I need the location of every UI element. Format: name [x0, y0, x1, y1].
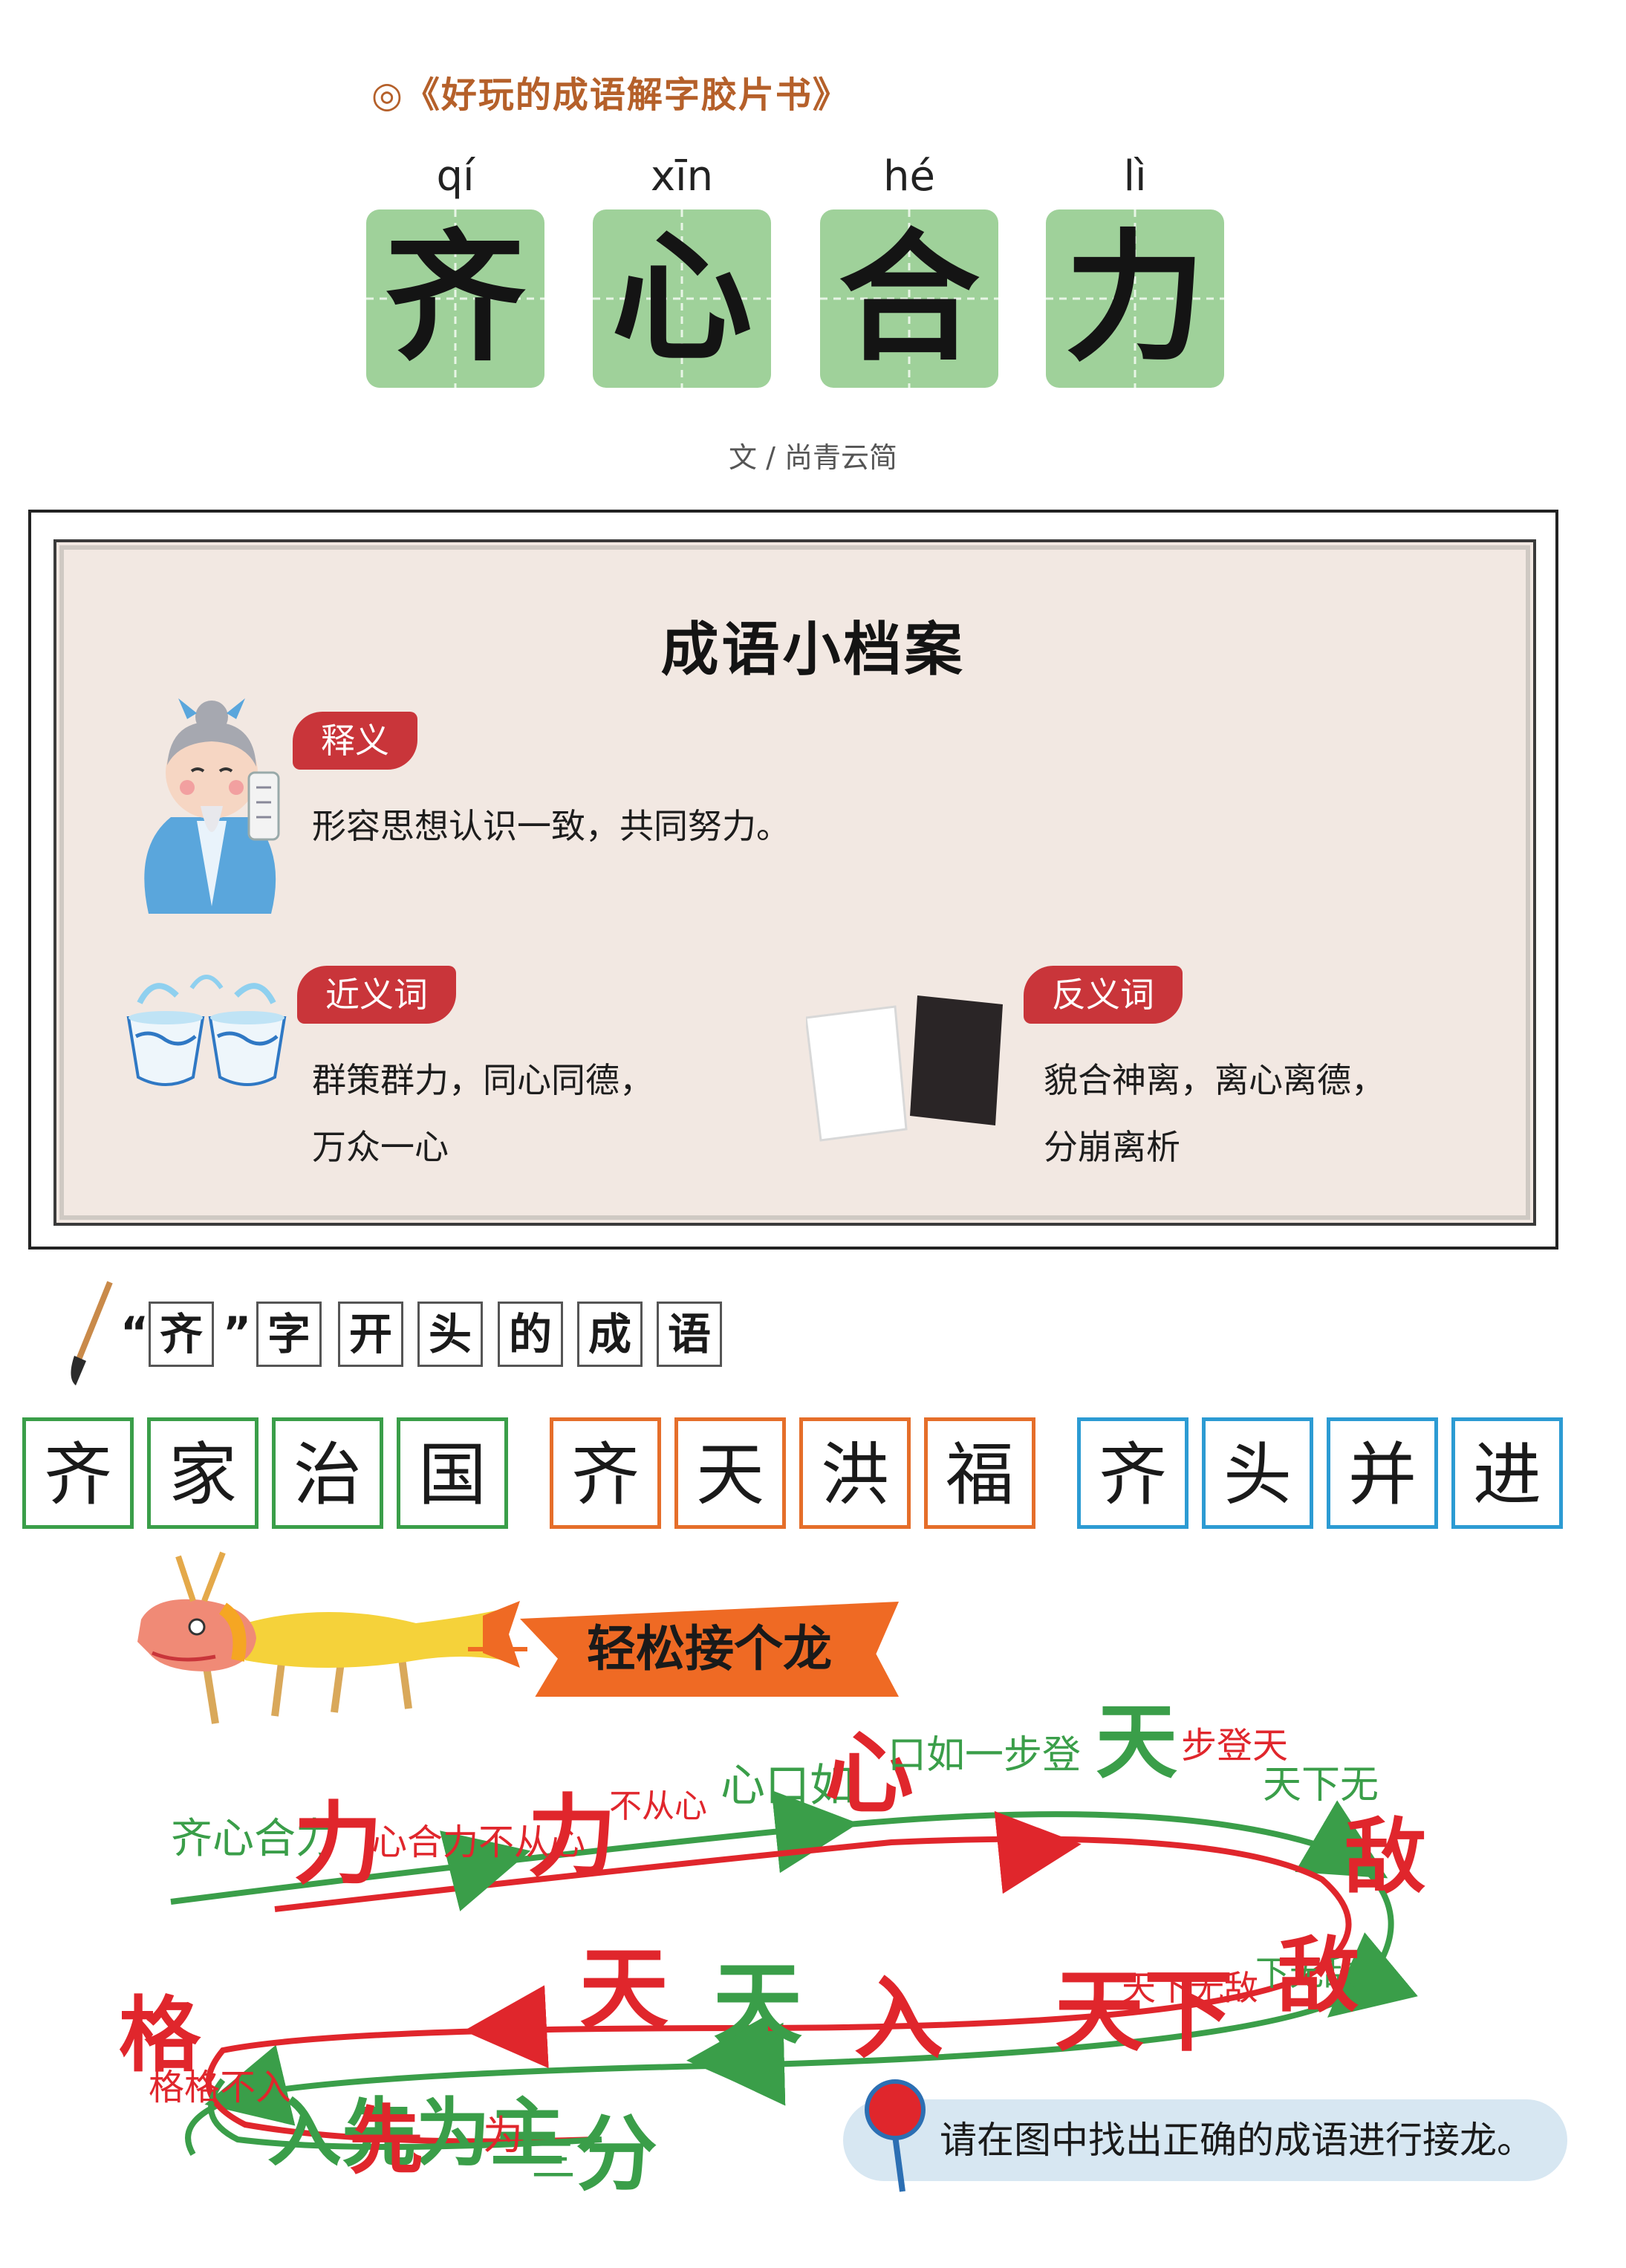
idiom-3-char-3: 并: [1327, 1417, 1438, 1529]
toasting-cups-icon: [126, 975, 287, 1086]
idiom-char-tile-3: 合: [820, 209, 998, 388]
pinyin-3: hé: [883, 152, 935, 201]
scholar-icon: [144, 698, 280, 914]
chain-text: 步登天: [1181, 1725, 1289, 1767]
hint-text: 请在图中找出正确的成语进行接龙。: [940, 2119, 1534, 2162]
chain-text: 格: [119, 1988, 201, 2083]
banner-connector: [468, 1647, 527, 1651]
idiom-3-char-2: 头: [1202, 1417, 1313, 1529]
meaning-text: 形容思想认识一致，共同努力。: [312, 806, 790, 846]
idiom-1-char-4: 国: [397, 1417, 508, 1529]
antonyms-line-1: 貌合神离，离心离德，: [1044, 1060, 1385, 1100]
idiom-3-char-1: 齐: [1077, 1417, 1188, 1529]
heading-char-box: 成: [577, 1302, 643, 1367]
chain-text: 口如一步登: [888, 1733, 1082, 1778]
pinyin-1: qí: [436, 152, 475, 201]
chain-text: 天: [579, 1938, 669, 2041]
heading-char-box: 语: [657, 1302, 722, 1367]
idiom-1-char-1: 齐: [22, 1417, 134, 1529]
pin-icon: [865, 2079, 926, 2192]
idiom-1-char-3: 治: [272, 1417, 383, 1529]
heading-char-box: 字: [256, 1302, 322, 1367]
chain-text: 入先为主: [267, 2090, 565, 2177]
idiom-char: 心: [611, 216, 752, 380]
brush-icon: [71, 1281, 113, 1385]
profile-card: [53, 539, 1536, 1226]
heading-char-box: 的: [498, 1302, 563, 1367]
profile-title: 成语小档案: [660, 617, 966, 683]
antonyms-line-2: 分崩离析: [1044, 1127, 1180, 1167]
idiom-char: 合: [838, 216, 980, 380]
chain-text: 三: [531, 2135, 576, 2187]
chain-text: 不从心: [609, 1787, 707, 1825]
chain-text: 先: [349, 2097, 423, 2184]
chain-text: 心合力不从心: [371, 1822, 586, 1863]
idiom-char-tile-4: 力: [1046, 209, 1224, 388]
chain-text: 敌: [1344, 1810, 1426, 1905]
idiom-1-char-2: 家: [147, 1417, 258, 1529]
dragon-banner: 轻松接个龙: [520, 1602, 899, 1697]
chain-text: 力: [293, 1793, 383, 1897]
chain-text: 力: [527, 1786, 617, 1889]
chain-text: 分: [576, 2107, 657, 2202]
chain-text: 齐心合力: [171, 1815, 337, 1863]
black-white-paper-icon: [806, 995, 1003, 1142]
chain-text: 格格不入: [149, 2067, 292, 2108]
idiom-char: 力: [1064, 216, 1206, 380]
heading-char-box: 开: [338, 1302, 403, 1367]
antonyms-tag: 反义词: [1024, 966, 1183, 1024]
idiom-3-char-4: 进: [1451, 1417, 1563, 1529]
idiom-2-char-4: 福: [924, 1417, 1035, 1529]
chain-text: 下无敌: [1255, 1953, 1358, 1993]
idiom-char-tile-2: 心: [593, 209, 771, 388]
idiom-2-char-1: 齐: [550, 1417, 661, 1529]
chain-text: 天下无: [1263, 1763, 1379, 1807]
chain-text: 天下: [1055, 1960, 1233, 2064]
chain-text: 入: [854, 1968, 943, 2071]
idiom-char-tile-1: 齐: [366, 209, 544, 388]
pinyin-2: xīn: [650, 152, 714, 201]
idiom-2-char-3: 洪: [799, 1417, 911, 1529]
chain-text: 天: [713, 1953, 802, 2056]
chain-text: 天下无敌: [1122, 1968, 1258, 2008]
chain-text: 为: [483, 2112, 523, 2159]
chain-text: 心: [825, 1723, 914, 1826]
quote-open: “: [120, 1307, 149, 1358]
hint-bubble: 请在图中找出正确的成语进行接龙。: [843, 2099, 1567, 2181]
synonyms-line-1: 群策群力，同心同德，: [312, 1060, 654, 1100]
heading-char-box: 头: [417, 1302, 483, 1367]
heading-char-box: 齐: [149, 1302, 214, 1367]
synonyms-tag: 近义词: [297, 966, 456, 1024]
synonyms-line-2: 万众一心: [312, 1127, 449, 1167]
pinyin-4: lì: [1123, 152, 1147, 201]
idiom-2-char-2: 天: [674, 1417, 786, 1529]
chain-text: 天: [1096, 1694, 1177, 1790]
author-credit: 文 / 尚青云简: [729, 441, 897, 474]
dragon-icon: [137, 1551, 520, 1724]
meaning-tag: 释义: [293, 712, 417, 770]
chain-text: 敌: [1278, 1929, 1359, 2024]
book-title: ◎《好玩的成语解字胶片书》: [371, 74, 850, 116]
chain-text: 心口如: [721, 1760, 854, 1812]
idiom-chain-paths: [170, 1790, 1418, 2157]
quote-close: ”: [223, 1307, 252, 1358]
idiom-char: 齐: [384, 216, 526, 380]
